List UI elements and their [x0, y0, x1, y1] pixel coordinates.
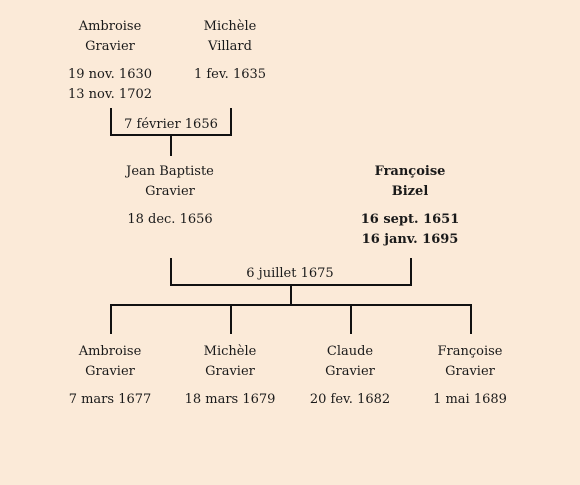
child-drop-1 [110, 304, 112, 334]
death-date: 13 nov. 1702 [67, 87, 153, 102]
last-name: Gravier [145, 184, 195, 199]
child-drop-3 [350, 304, 352, 334]
person-ambroise-gravier-senior[interactable]: Ambroise Gravier 19 nov. 1630 13 nov. 17… [45, 17, 175, 105]
birth-date: 18 mars 1679 [184, 392, 276, 407]
death-date: 16 janv. 1695 [361, 232, 459, 247]
first-name: Françoise [437, 344, 503, 359]
parents-marriage-bar [110, 134, 232, 136]
parents-right-drop [230, 108, 232, 136]
last-name: Gravier [205, 364, 255, 379]
focus-descent-line [290, 286, 292, 304]
first-name: Claude [326, 344, 374, 359]
first-name: Françoise [374, 164, 446, 179]
birth-date: 18 dec. 1656 [127, 212, 213, 227]
birth-date: 19 nov. 1630 [67, 67, 153, 82]
person-francoise-bizel[interactable]: Françoise Bizel 16 sept. 1651 16 janv. 1… [345, 162, 475, 250]
parents-left-drop [110, 108, 112, 136]
first-name: Michèle [203, 19, 257, 34]
last-name: Gravier [445, 364, 495, 379]
parents-marriage-date: 7 février 1656 [124, 117, 218, 132]
birth-date: 16 sept. 1651 [360, 212, 460, 227]
first-name: Ambroise [78, 19, 142, 34]
birth-date: 1 mai 1689 [433, 392, 507, 407]
first-name: Michèle [203, 344, 257, 359]
focus-marriage-bar [170, 284, 412, 286]
children-bar [110, 304, 472, 306]
person-child-1[interactable]: Ambroise Gravier 7 mars 1677 [45, 342, 175, 410]
last-name: Gravier [85, 364, 135, 379]
person-jean-baptiste-gravier[interactable]: Jean Baptiste Gravier 18 dec. 1656 [105, 162, 235, 230]
last-name: Villard [208, 39, 252, 54]
person-child-4[interactable]: Françoise Gravier 1 mai 1689 [405, 342, 535, 410]
focus-left-drop [170, 258, 172, 286]
birth-date: 1 fev. 1635 [193, 67, 267, 82]
person-michele-villard[interactable]: Michèle Villard 1 fev. 1635 [165, 17, 295, 85]
child-drop-4 [470, 304, 472, 334]
person-child-2[interactable]: Michèle Gravier 18 mars 1679 [165, 342, 295, 410]
first-name: Ambroise [78, 344, 142, 359]
birth-date: 20 fev. 1682 [309, 392, 391, 407]
last-name: Bizel [391, 184, 429, 199]
last-name: Gravier [325, 364, 375, 379]
focus-marriage-date: 6 juillet 1675 [246, 266, 334, 281]
focus-right-drop [410, 258, 412, 286]
birth-date: 7 mars 1677 [68, 392, 152, 407]
person-child-3[interactable]: Claude Gravier 20 fev. 1682 [285, 342, 415, 410]
first-name: Jean Baptiste [126, 164, 214, 179]
last-name: Gravier [85, 39, 135, 54]
child-drop-2 [230, 304, 232, 334]
parents-descent-line [170, 136, 172, 156]
